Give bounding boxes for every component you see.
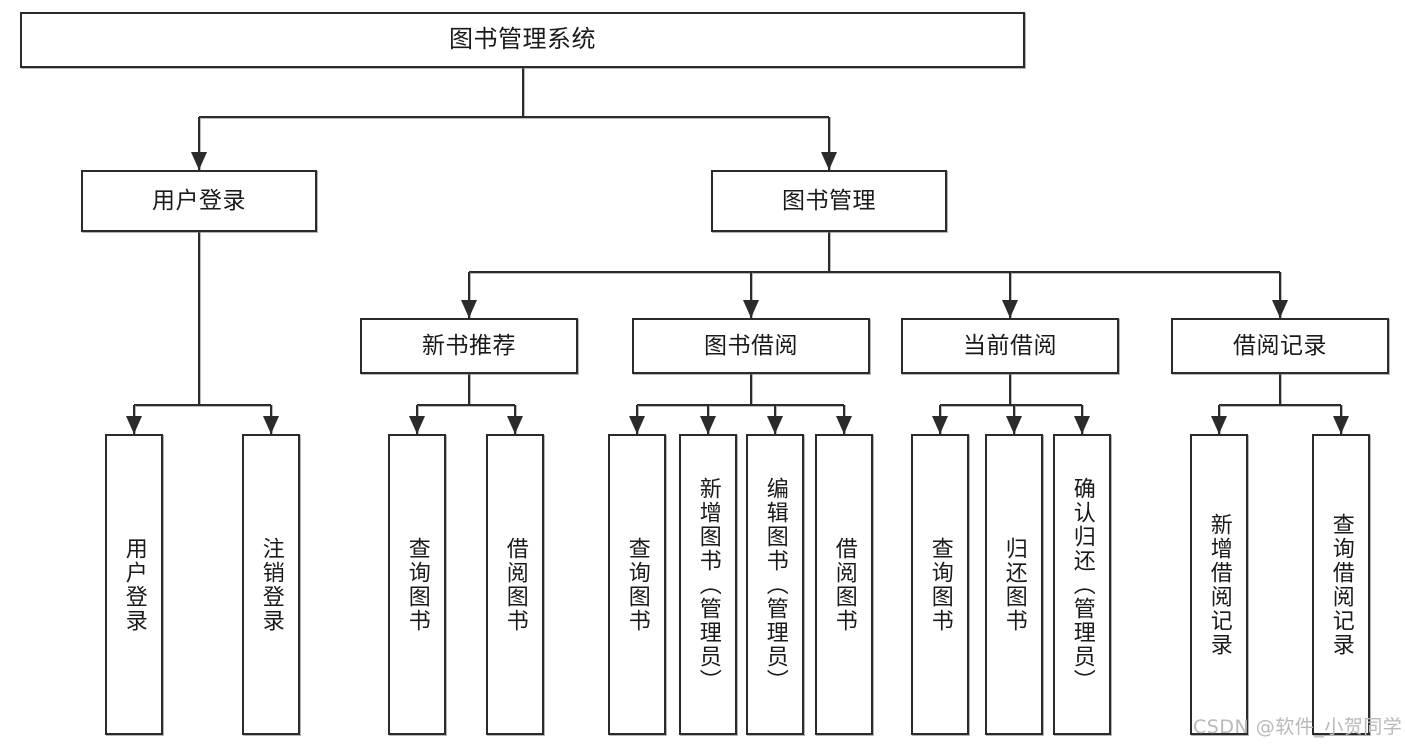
connector-drop [1279, 272, 1281, 318]
node-label: 图书借阅 [704, 332, 798, 359]
node-leaf-query-borrow-record[interactable]: 查询借阅记录 [1312, 434, 1370, 735]
connector-arrowhead [191, 152, 207, 170]
node-leaf-edit-book-admin[interactable]: 编辑图书（管理员） [746, 434, 804, 735]
node-label: 当前借阅 [963, 332, 1057, 359]
connector-arrowhead [1333, 416, 1349, 434]
connector-arrowhead [743, 300, 759, 318]
csdn-watermark: CSDN @软件_小贺同学 [1193, 716, 1403, 738]
node-label: 查询借阅记录 [1328, 512, 1354, 657]
node-user-login[interactable]: 用户登录 [81, 170, 317, 232]
node-label: 借阅记录 [1233, 332, 1327, 359]
connector-bus-leaf [417, 404, 515, 406]
node-leaf-confirm-return-admin[interactable]: 确认归还（管理员） [1053, 434, 1111, 735]
connector-arrowhead [821, 152, 837, 170]
node-label: 查询图书 [927, 536, 953, 633]
connector-arrowhead [1074, 416, 1090, 434]
node-root-book-management-system[interactable]: 图书管理系统 [20, 12, 1025, 68]
node-leaf-borrow-query-book[interactable]: 查询图书 [608, 434, 666, 735]
connector-arrowhead [836, 416, 852, 434]
node-leaf-add-book-admin[interactable]: 新增图书（管理员） [679, 434, 737, 735]
node-label: 查询图书 [404, 536, 430, 633]
connector-bus-leaf [134, 404, 271, 406]
node-book-management[interactable]: 图书管理 [711, 170, 947, 232]
connector-bus-root [199, 116, 829, 118]
node-book-borrow[interactable]: 图书借阅 [632, 318, 870, 374]
connector-stem [828, 232, 830, 272]
node-label: 确认归还（管理员） [1069, 476, 1095, 693]
connector-stem [1279, 374, 1281, 405]
connector-arrowhead [126, 416, 142, 434]
connector-arrowhead [507, 416, 523, 434]
node-leaf-add-borrow-record[interactable]: 新增借阅记录 [1190, 434, 1248, 735]
node-label: 图书管理系统 [449, 25, 596, 54]
connector-bus-leaf [940, 404, 1082, 406]
connector-arrowhead [461, 300, 477, 318]
connector-stem [1009, 374, 1011, 405]
connector-arrowhead [1002, 300, 1018, 318]
node-label: 借阅图书 [831, 536, 857, 633]
node-label: 借阅图书 [502, 536, 528, 633]
node-label: 新书推荐 [422, 332, 516, 359]
node-leaf-recommend-query-book[interactable]: 查询图书 [388, 434, 446, 735]
connector-stem [198, 232, 200, 405]
node-label: 归还图书 [1001, 536, 1027, 633]
node-leaf-recommend-borrow-book[interactable]: 借阅图书 [486, 434, 544, 735]
node-leaf-user-login[interactable]: 用户登录 [105, 434, 163, 735]
connector-drop [750, 272, 752, 318]
node-leaf-logout[interactable]: 注销登录 [242, 434, 300, 735]
connector-arrowhead [409, 416, 425, 434]
connector-arrowhead [767, 416, 783, 434]
node-label: 查询图书 [624, 536, 650, 633]
connector-root-stem [521, 68, 524, 117]
node-current-borrow[interactable]: 当前借阅 [901, 318, 1119, 374]
node-label: 图书管理 [782, 187, 876, 214]
connector-drop [828, 117, 830, 170]
connector-drop [198, 117, 200, 170]
node-label: 编辑图书（管理员） [762, 476, 788, 693]
node-leaf-borrow-book[interactable]: 借阅图书 [815, 434, 873, 735]
connector-drop [468, 272, 470, 318]
node-label: 新增图书（管理员） [695, 476, 721, 693]
node-label: 用户登录 [121, 536, 147, 633]
node-label: 新增借阅记录 [1206, 512, 1232, 657]
connector-arrowhead [1272, 300, 1288, 318]
connector-arrowhead [1006, 416, 1022, 434]
connector-stem [750, 374, 752, 405]
connector-stem [468, 374, 470, 405]
connector-bus-level2 [469, 271, 1280, 273]
connector-arrowhead [263, 416, 279, 434]
node-borrow-record[interactable]: 借阅记录 [1171, 318, 1389, 374]
connector-arrowhead [629, 416, 645, 434]
node-leaf-current-query-book[interactable]: 查询图书 [911, 434, 969, 735]
node-label: 注销登录 [258, 536, 284, 633]
connector-arrowhead [700, 416, 716, 434]
connector-bus-leaf [637, 404, 844, 406]
connector-arrowhead [1211, 416, 1227, 434]
connector-bus-leaf [1219, 404, 1341, 406]
connector-drop [1009, 272, 1011, 318]
node-new-book-recommend[interactable]: 新书推荐 [360, 318, 578, 374]
node-leaf-return-book[interactable]: 归还图书 [985, 434, 1043, 735]
connector-arrowhead [932, 416, 948, 434]
node-label: 用户登录 [152, 187, 246, 214]
